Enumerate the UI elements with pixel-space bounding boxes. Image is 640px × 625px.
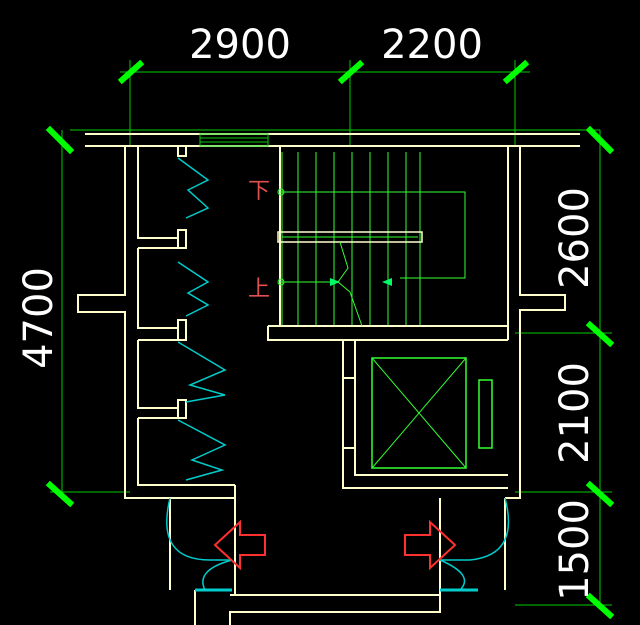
tick-mark [337, 59, 365, 85]
elevator-car [371, 357, 467, 469]
counterweight [478, 379, 493, 449]
dimension-1500: 1500 [552, 499, 598, 601]
dimension-lines [50, 60, 612, 610]
tick-mark [585, 320, 615, 348]
tick-mark [117, 59, 145, 85]
tick-mark [502, 59, 530, 85]
tick-mark [45, 480, 75, 508]
staircase [277, 152, 466, 327]
shaft-doors [177, 157, 227, 481]
stair-up-label: 上 [248, 277, 270, 302]
stair-arrow-icon [330, 278, 340, 286]
stair-arrow-icon [382, 278, 392, 286]
tick-mark [585, 480, 615, 508]
walls [77, 133, 580, 625]
dimension-2900: 2900 [189, 22, 291, 68]
dimension-ticks [45, 59, 615, 620]
dimension-2200: 2200 [381, 22, 483, 68]
tick-mark [585, 125, 615, 155]
evacuation-arrow-icon [404, 519, 457, 571]
elevator [371, 357, 493, 469]
stair-down-label: 下 [248, 179, 270, 204]
tick-mark [585, 592, 615, 620]
dimension-2600: 2600 [552, 187, 598, 289]
dimension-4700: 4700 [16, 267, 62, 369]
fire-doors [166, 497, 510, 592]
dimension-2100: 2100 [552, 362, 598, 464]
tick-mark [45, 125, 75, 155]
evacuation-arrow-icon [213, 519, 266, 571]
